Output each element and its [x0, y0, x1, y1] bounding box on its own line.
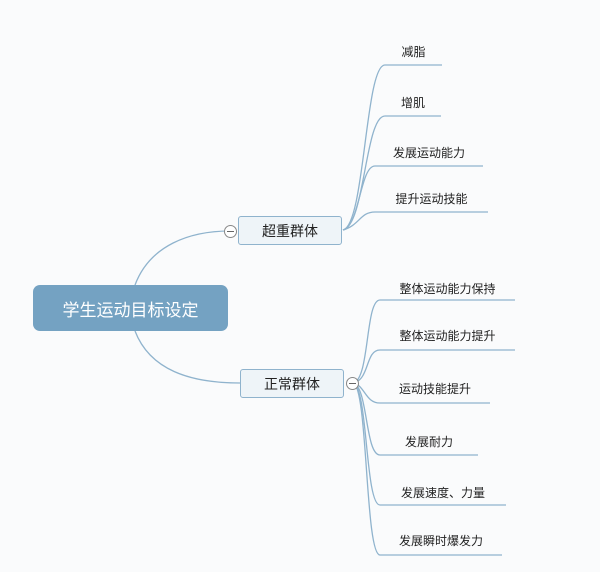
subtopic-improve-ability[interactable]: 整体运动能力提升 — [399, 329, 496, 343]
subtopic-endurance[interactable]: 发展耐力 — [404, 435, 453, 449]
topic-overweight[interactable]: 超重群体 — [238, 216, 342, 245]
connector-root-overweight — [134, 230, 231, 286]
subtopic-explosive-power[interactable]: 发展瞬时爆发力 — [398, 534, 483, 548]
subtopic-develop-ability[interactable]: 发展运动能力 — [392, 146, 465, 160]
subtopic-speed-strength[interactable]: 发展速度、力量 — [400, 486, 485, 500]
subtopic-improve-skill[interactable]: 提升运动技能 — [395, 192, 468, 206]
collapse-toggle-normal[interactable] — [346, 377, 359, 390]
subtopic-skill-improve[interactable]: 运动技能提升 — [398, 382, 471, 396]
topic-normal[interactable]: 正常群体 — [240, 369, 344, 398]
connectors-overweight — [342, 64, 488, 231]
subtopic-muscle-gain[interactable]: 增肌 — [400, 96, 425, 110]
connectors-normal — [352, 299, 515, 556]
subtopic-fat-loss[interactable]: 减脂 — [401, 45, 426, 59]
subtopic-maintain-ability[interactable]: 整体运动能力保持 — [399, 282, 496, 296]
connector-root-normal — [134, 330, 241, 384]
root-topic[interactable]: 学生运动目标设定 — [33, 285, 228, 331]
collapse-toggle-overweight[interactable] — [224, 225, 237, 238]
